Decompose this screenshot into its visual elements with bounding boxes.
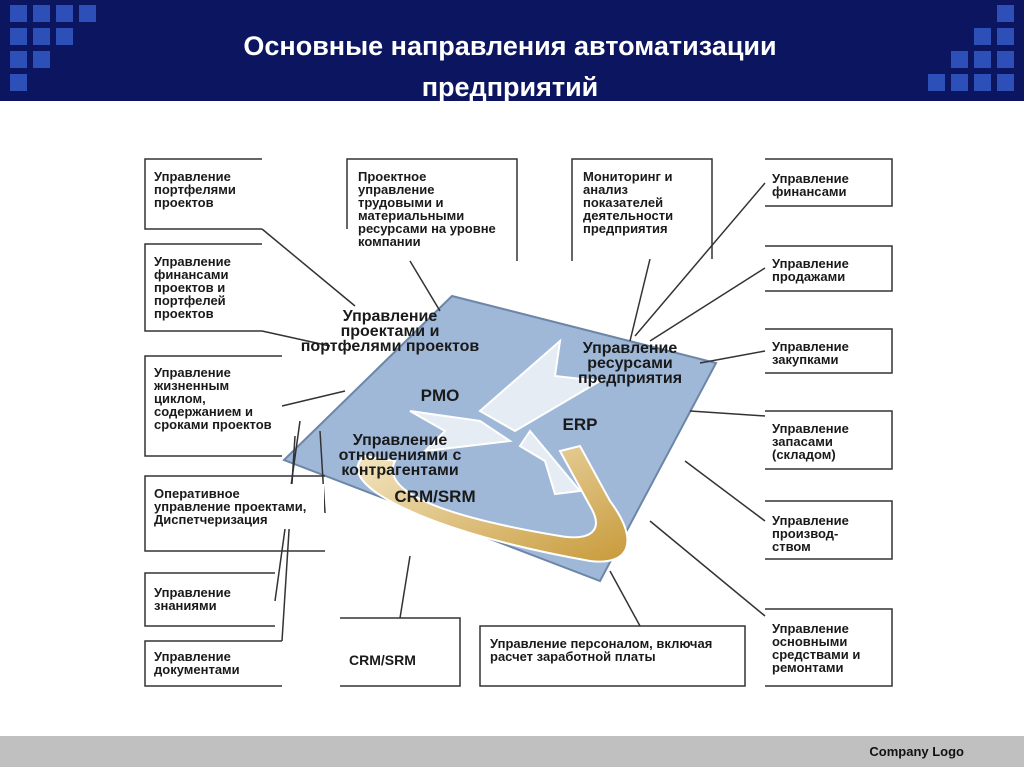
title-line-2: предприятий [421, 72, 599, 102]
decor-square [10, 51, 27, 68]
box-text: Оперативное управление проектами, Диспет… [154, 486, 307, 527]
leader-lines [261, 182, 766, 642]
box-text: Управление знаниями [154, 585, 231, 613]
arrow-left [409, 410, 513, 453]
arrow-down [518, 429, 582, 496]
box-text: CRM/SRM [349, 652, 416, 668]
decor-square [10, 5, 27, 22]
decor-square [951, 51, 968, 68]
box-purchasing: Управление закупками [766, 337, 890, 369]
decor-square [10, 74, 27, 91]
box-text: Управление финансами проектов и портфеле… [154, 254, 231, 321]
box-portfolio-management: Управление портфелями проектов [148, 167, 260, 212]
header-bar: Основные направления автоматизации предп… [0, 0, 1024, 102]
decor-square [951, 74, 968, 91]
company-logo-text: Company Logo [869, 744, 964, 759]
box-monitoring: Мониторинг и анализ показателей деятельн… [577, 167, 709, 238]
crm-abbr-label: CRM/SRM [394, 487, 476, 506]
decor-square [33, 51, 50, 68]
title-line-1: Основные направления автоматизации [243, 31, 777, 61]
decor-square [79, 5, 96, 22]
crm-area-label: Управление отношениями с контрагентами [338, 432, 462, 479]
box-text: Управление производ-ством [772, 513, 849, 554]
decor-square [33, 5, 50, 22]
decor-square [10, 28, 27, 45]
box-operational: Оперативное управление проектами, Диспет… [148, 484, 324, 529]
box-text: Управление персоналом, включая расчет за… [490, 636, 713, 664]
box-personnel: Управление персоналом, включая расчет за… [484, 634, 742, 666]
box-lifecycle: Управление жизненным циклом, содержанием… [148, 363, 280, 434]
box-text: Управление портфелями проектов [154, 169, 236, 210]
decor-square [928, 74, 945, 91]
pmo-abbr-label: PMO [420, 386, 460, 405]
box-documents: Управление документами [148, 647, 280, 679]
box-frames [144, 158, 893, 687]
box-text: Управление закупками [772, 339, 849, 367]
box-inventory: Управление запасами (складом) [766, 419, 890, 464]
box-knowledge: Управление знаниями [148, 583, 273, 615]
box-finance: Управление финансами [766, 169, 890, 201]
box-assets: Управление основными средствами и ремонт… [766, 619, 890, 677]
box-crm-srm: CRM/SRM [343, 651, 458, 670]
loop-arrow [356, 444, 629, 563]
erp-abbr-label: ERP [562, 415, 598, 434]
box-production: Управление производ-ством [766, 511, 876, 556]
box-sales: Управление продажами [766, 254, 890, 286]
box-text: Мониторинг и анализ показателей деятельн… [583, 169, 674, 236]
automation-diagram: Управление проектами и портфелями проект… [0, 101, 1024, 736]
pmo-area-label: Управление проектами и портфелями проект… [300, 308, 480, 355]
decor-square [997, 51, 1014, 68]
erp-area-label: Управление ресурсами предприятия [577, 340, 683, 387]
box-text: Управление запасами (складом) [772, 421, 849, 462]
decor-square [997, 28, 1014, 45]
box-finance-portfolios: Управление финансами проектов и портфеле… [148, 252, 260, 323]
box-text: Управление основными средствами и ремонт… [772, 621, 861, 675]
diagram-graphics [144, 158, 893, 687]
box-text: Управление продажами [772, 256, 849, 284]
decor-square [974, 74, 991, 91]
decor-square [56, 28, 73, 45]
decor-square [997, 5, 1014, 22]
decor-square [56, 5, 73, 22]
box-text: Управление документами [154, 649, 240, 677]
footer-bar: Company Logo [0, 736, 1024, 767]
box-text: Проектное управление трудовыми и материа… [358, 169, 496, 249]
page-title: Основные направления автоматизации предп… [130, 26, 890, 108]
decor-square [974, 51, 991, 68]
arrow-up [478, 338, 604, 433]
decor-square [974, 28, 991, 45]
box-text: Управление жизненным циклом, содержанием… [154, 365, 272, 432]
box-text: Управление финансами [772, 171, 849, 199]
decor-square [33, 28, 50, 45]
box-project-resources: Проектное управление трудовыми и материа… [352, 167, 512, 251]
decor-square [997, 74, 1014, 91]
